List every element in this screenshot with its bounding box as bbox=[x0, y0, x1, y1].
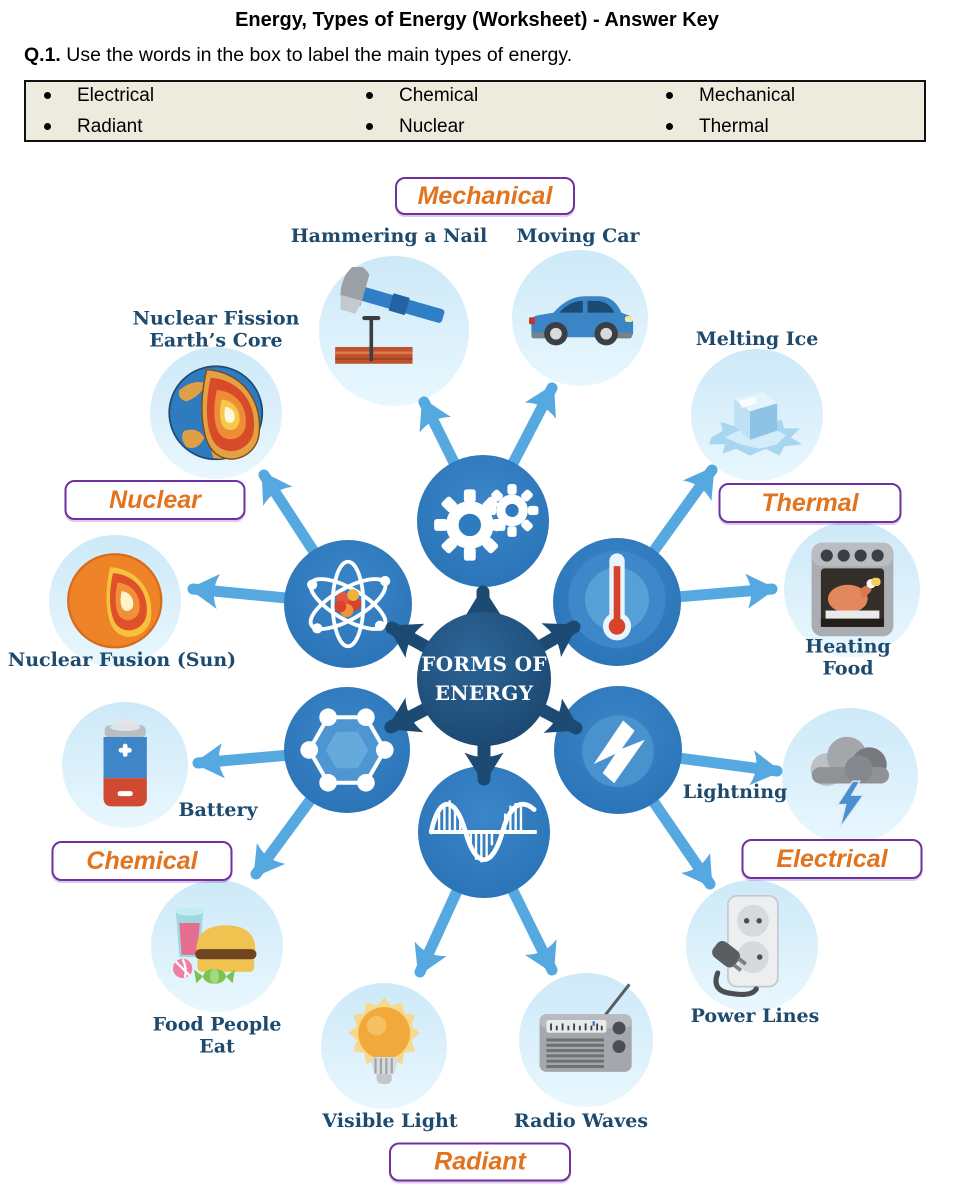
type-label-box-chemical: Chemical bbox=[51, 841, 233, 881]
type-label-radiant: Radiant bbox=[434, 1147, 526, 1176]
power-socket-icon bbox=[712, 895, 779, 998]
type-label-box-radiant: Radiant bbox=[389, 1142, 571, 1182]
oven-icon bbox=[811, 542, 893, 636]
node-mechanical bbox=[417, 455, 549, 587]
wave-icon bbox=[428, 800, 537, 863]
molecule-icon bbox=[300, 708, 394, 792]
word-bank-word: Electrical bbox=[77, 84, 155, 106]
type-label-box-thermal: Thermal bbox=[718, 483, 902, 523]
word-bank-word: Thermal bbox=[699, 115, 769, 137]
page-title: Energy, Types of Energy (Worksheet) - An… bbox=[235, 9, 719, 31]
word-bank-word: Nuclear bbox=[399, 115, 465, 137]
type-label-thermal: Thermal bbox=[761, 488, 859, 517]
example-earth-core-circle bbox=[150, 347, 282, 479]
example-lightning-circle bbox=[782, 708, 918, 844]
type-label-box-electrical: Electrical bbox=[741, 839, 923, 879]
word-bank-word: Radiant bbox=[77, 115, 143, 137]
light-bulb-icon bbox=[348, 997, 420, 1084]
car-icon bbox=[528, 295, 633, 345]
example-heating-food-circle bbox=[784, 521, 920, 657]
word-bank-item: Mechanical bbox=[666, 85, 924, 107]
example-radio-waves-circle bbox=[519, 973, 653, 1107]
example-battery-circle bbox=[62, 702, 188, 828]
word-bank-word: Mechanical bbox=[699, 84, 796, 106]
example-moving-car-circle bbox=[512, 250, 648, 386]
type-label-electrical: Electrical bbox=[776, 844, 888, 873]
word-bank-item: Thermal bbox=[666, 116, 924, 138]
hammer-nail-icon bbox=[334, 266, 444, 364]
type-label-box-mechanical: Mechanical bbox=[395, 177, 575, 215]
example-label-moving-car: Moving Car bbox=[516, 224, 640, 247]
example-label-hammering: Hammering a Nail bbox=[290, 224, 488, 247]
example-label-visible-light: Visible Light bbox=[322, 1109, 458, 1132]
example-label-radio-waves: Radio Waves bbox=[513, 1109, 649, 1132]
bullet-icon bbox=[366, 123, 373, 130]
example-label-nuclear-fission: Nuclear Fission Earth’s Core bbox=[132, 307, 300, 352]
thermometer-icon bbox=[568, 550, 666, 649]
node-chemical bbox=[284, 687, 410, 813]
example-label-food-people: Food People Eat bbox=[152, 1013, 282, 1058]
example-visible-light-circle bbox=[321, 983, 447, 1109]
battery-icon bbox=[103, 718, 147, 807]
word-bank-item: Nuclear bbox=[366, 116, 666, 138]
example-hammering-circle bbox=[319, 256, 469, 406]
radio-icon bbox=[539, 983, 633, 1073]
type-label-mechanical: Mechanical bbox=[417, 181, 553, 210]
storm-cloud-icon bbox=[810, 736, 889, 828]
example-label-nuclear-fusion: Nuclear Fusion (Sun) bbox=[7, 648, 237, 671]
ice-cube-icon bbox=[709, 392, 803, 456]
bullet-icon bbox=[666, 123, 673, 130]
bullet-icon bbox=[666, 92, 673, 99]
center-title-line1: FORMS OF bbox=[421, 652, 547, 676]
example-label-power-lines: Power Lines bbox=[690, 1004, 820, 1027]
food-icon bbox=[173, 907, 257, 985]
bullet-icon bbox=[366, 92, 373, 99]
example-label-heating-food: Heating Food bbox=[805, 635, 891, 680]
example-power-lines-circle bbox=[686, 880, 818, 1012]
example-food-circle bbox=[151, 880, 283, 1012]
question-line: Q.1. Use the words in the box to label t… bbox=[24, 44, 572, 67]
lightning-bolt-icon bbox=[582, 715, 654, 788]
example-label-battery: Battery bbox=[178, 798, 258, 821]
earth-core-icon bbox=[168, 365, 264, 461]
word-bank-item: Radiant bbox=[44, 116, 366, 138]
atom-icon bbox=[307, 559, 391, 649]
center-node: FORMS OF ENERGY bbox=[417, 612, 551, 746]
gears-icon bbox=[434, 484, 539, 561]
type-label-box-nuclear: Nuclear bbox=[64, 480, 246, 520]
center-title-line2: ENERGY bbox=[434, 681, 534, 705]
node-electrical bbox=[554, 686, 682, 814]
example-label-lightning: Lightning bbox=[682, 780, 788, 803]
node-radiant bbox=[418, 766, 550, 898]
bullet-icon bbox=[44, 123, 51, 130]
question-number: Q.1. bbox=[24, 44, 61, 66]
node-thermal bbox=[553, 538, 681, 666]
word-bank-item: Electrical bbox=[44, 85, 366, 107]
type-label-nuclear: Nuclear bbox=[109, 485, 201, 514]
bullet-icon bbox=[44, 92, 51, 99]
type-label-chemical: Chemical bbox=[86, 846, 198, 875]
word-bank: Electrical Chemical Mechanical Radiant N… bbox=[24, 80, 926, 142]
example-nuclear-fusion-circle bbox=[49, 535, 181, 667]
node-nuclear bbox=[284, 540, 412, 668]
question-text: Use the words in the box to label the ma… bbox=[60, 44, 573, 66]
word-bank-word: Chemical bbox=[399, 84, 479, 106]
example-label-melting-ice: Melting Ice bbox=[695, 327, 819, 350]
sun-core-icon bbox=[67, 553, 163, 649]
word-bank-item: Chemical bbox=[366, 85, 666, 107]
example-melting-ice-circle bbox=[691, 349, 823, 481]
